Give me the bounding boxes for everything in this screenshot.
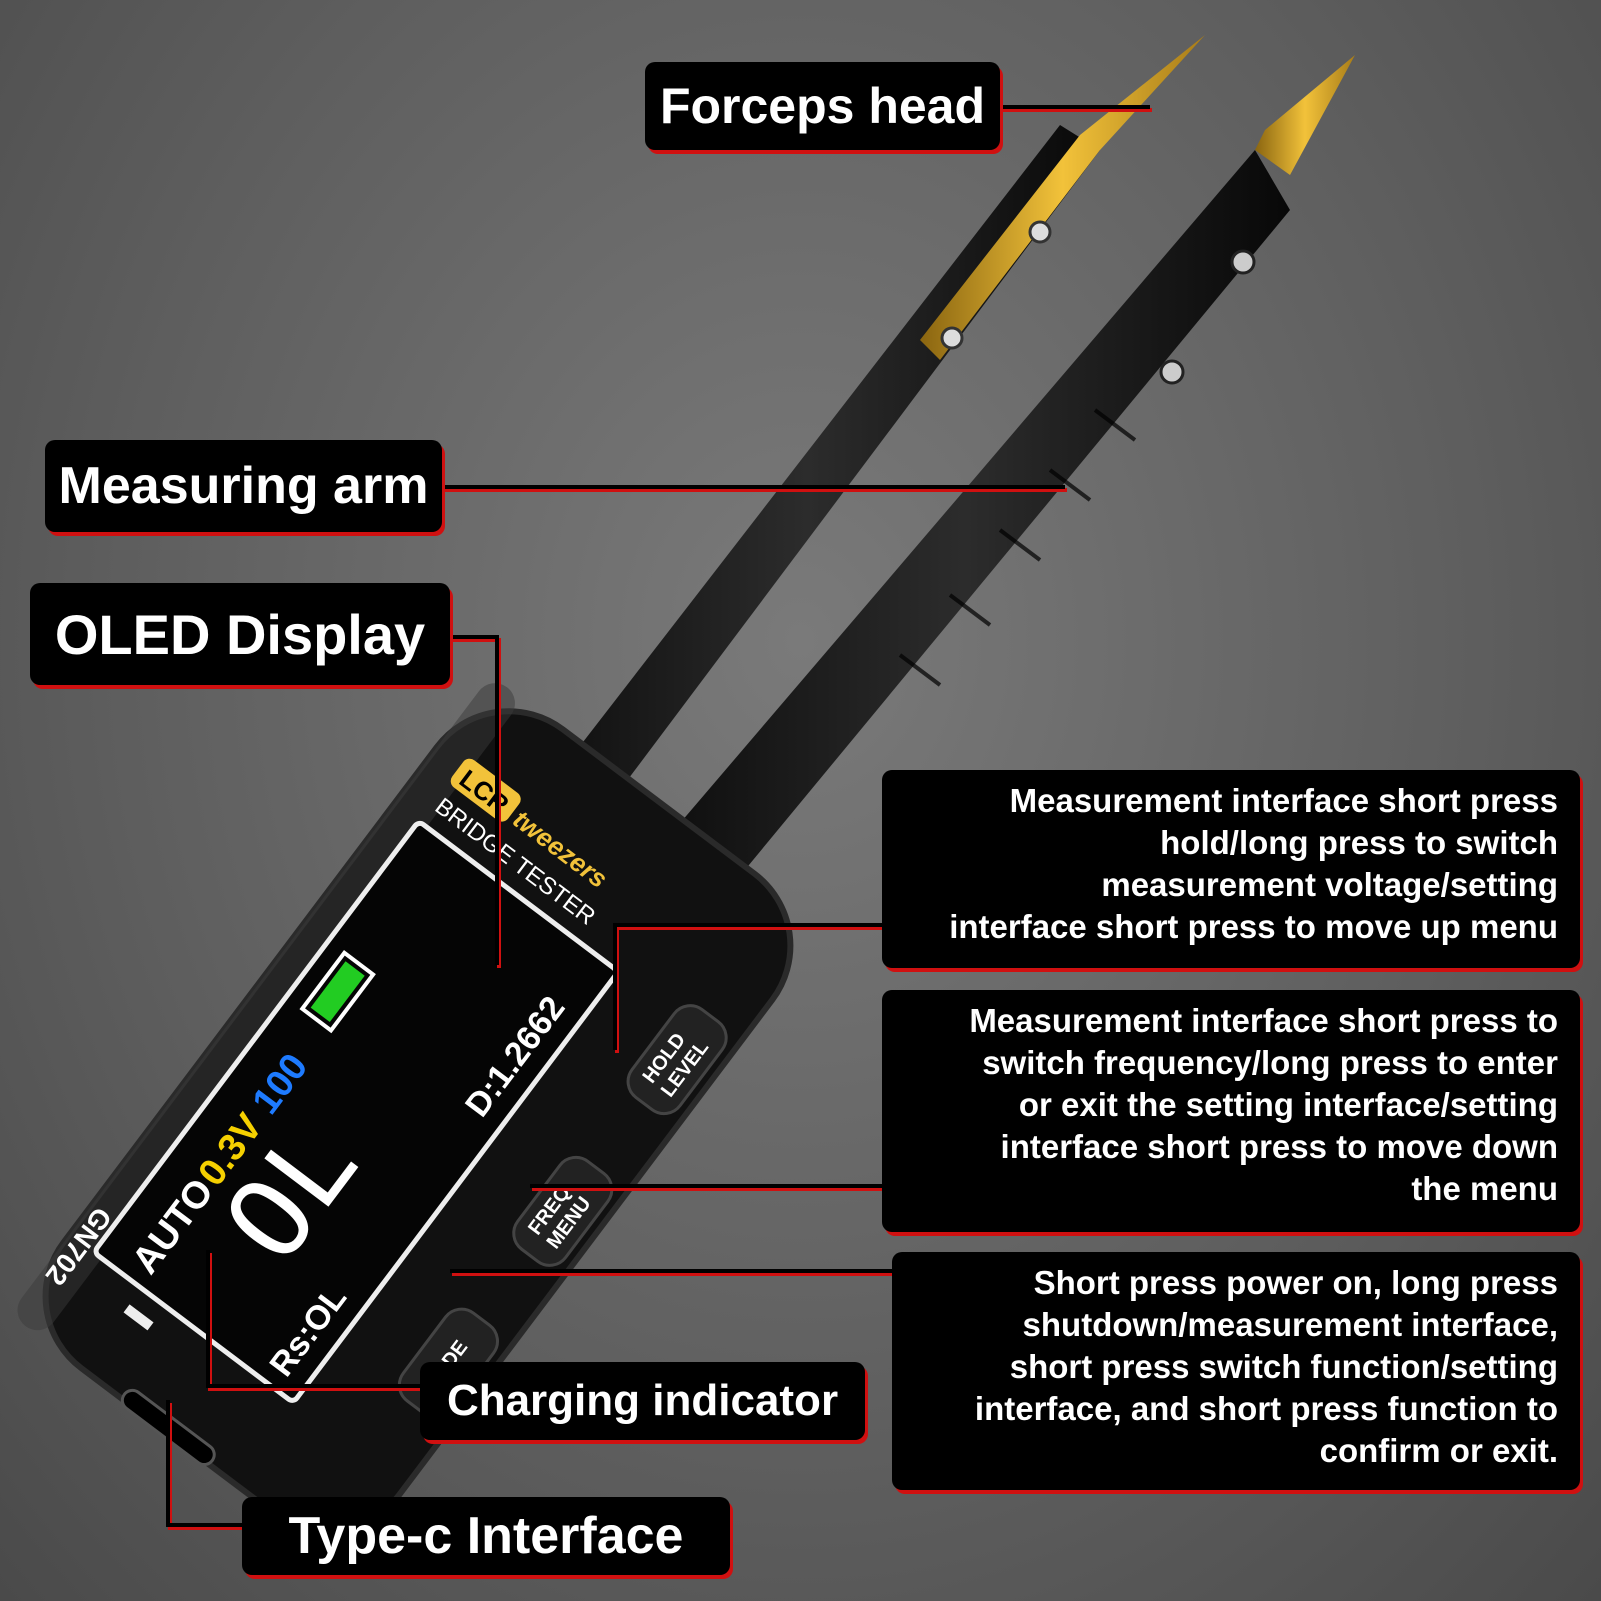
screw-icon	[1028, 220, 1052, 244]
leader-lines	[166, 105, 1150, 1527]
screw-icon	[1230, 249, 1256, 275]
charging-indicator-led	[123, 1304, 154, 1331]
screw-icon	[1159, 359, 1185, 385]
hold-level-description: Measurement interface short press hold/l…	[882, 770, 1580, 968]
oled-screen	[93, 820, 619, 1403]
measuring-arm-label: Measuring arm	[45, 440, 442, 532]
left-gold-tip	[920, 35, 1205, 360]
freq-menu-description: Measurement interface short press to swi…	[882, 990, 1580, 1232]
mode-description: Short press power on, long press shutdow…	[892, 1252, 1580, 1490]
right-arm	[640, 150, 1290, 900]
screw-icon	[940, 326, 964, 350]
charging-indicator-label: Charging indicator	[420, 1362, 865, 1440]
oled-display-label: OLED Display	[30, 583, 450, 685]
type-c-interface-label: Type-c Interface	[242, 1497, 730, 1575]
forceps-head-label: Forceps head	[645, 62, 1000, 150]
battery-icon	[299, 950, 376, 1034]
hold-level-button[interactable]	[620, 998, 734, 1122]
right-gold-tip	[1255, 55, 1355, 175]
